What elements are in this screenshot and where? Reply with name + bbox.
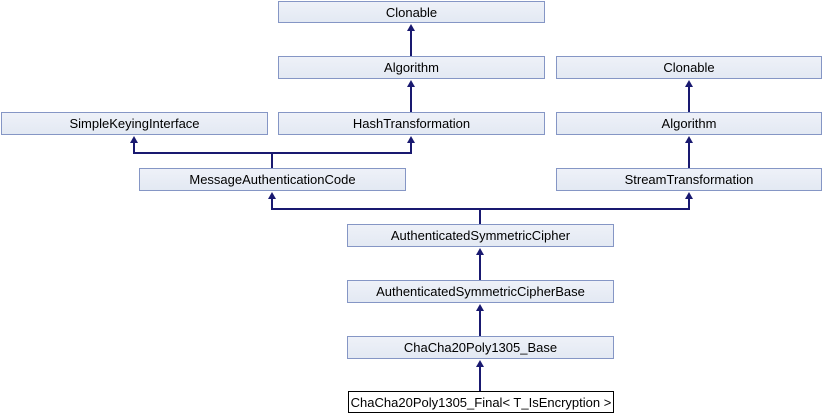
arrowhead-up [685, 136, 693, 143]
edge-segment [688, 198, 690, 209]
edge-segment [479, 310, 481, 336]
class-node-hash-transformation[interactable]: HashTransformation [278, 112, 545, 135]
edge-segment [271, 154, 273, 168]
edge-segment [688, 86, 690, 112]
arrowhead-up [476, 360, 484, 367]
arrowhead-up [685, 192, 693, 199]
class-node-authenticated-symmetric-cipher[interactable]: AuthenticatedSymmetricCipher [347, 224, 614, 247]
class-node-chacha20poly1305-base[interactable]: ChaCha20Poly1305_Base [347, 336, 614, 359]
edge-segment [479, 254, 481, 280]
edge-segment [410, 86, 412, 112]
class-node-clonable-right[interactable]: Clonable [556, 56, 822, 79]
class-node-chacha20poly1305-final-current: ChaCha20Poly1305_Final< T_IsEncryption > [348, 391, 614, 413]
arrowhead-up [407, 136, 415, 143]
class-node-algorithm-center[interactable]: Algorithm [278, 56, 545, 79]
class-node-algorithm-right[interactable]: Algorithm [556, 112, 822, 135]
class-node-clonable-top[interactable]: Clonable [278, 1, 545, 23]
edge-segment [410, 142, 412, 153]
arrowhead-up [476, 248, 484, 255]
class-node-authenticated-symmetric-cipher-base[interactable]: AuthenticatedSymmetricCipherBase [347, 280, 614, 303]
edge-segment [271, 198, 273, 209]
class-node-stream-transformation[interactable]: StreamTransformation [556, 168, 822, 191]
class-node-message-authentication-code[interactable]: MessageAuthenticationCode [139, 168, 406, 191]
edge-segment [479, 210, 481, 224]
edge-segment [688, 142, 690, 168]
arrowhead-up [476, 304, 484, 311]
edge-segment [133, 152, 412, 154]
edge-segment [410, 30, 412, 56]
arrowhead-up [407, 80, 415, 87]
class-node-simple-keying-interface[interactable]: SimpleKeyingInterface [1, 112, 268, 135]
edge-segment [479, 366, 481, 391]
arrowhead-up [685, 80, 693, 87]
edge-segment [133, 142, 135, 153]
arrowhead-up [268, 192, 276, 199]
edge-segment [271, 208, 690, 210]
arrowhead-up [130, 136, 138, 143]
arrowhead-up [407, 24, 415, 31]
